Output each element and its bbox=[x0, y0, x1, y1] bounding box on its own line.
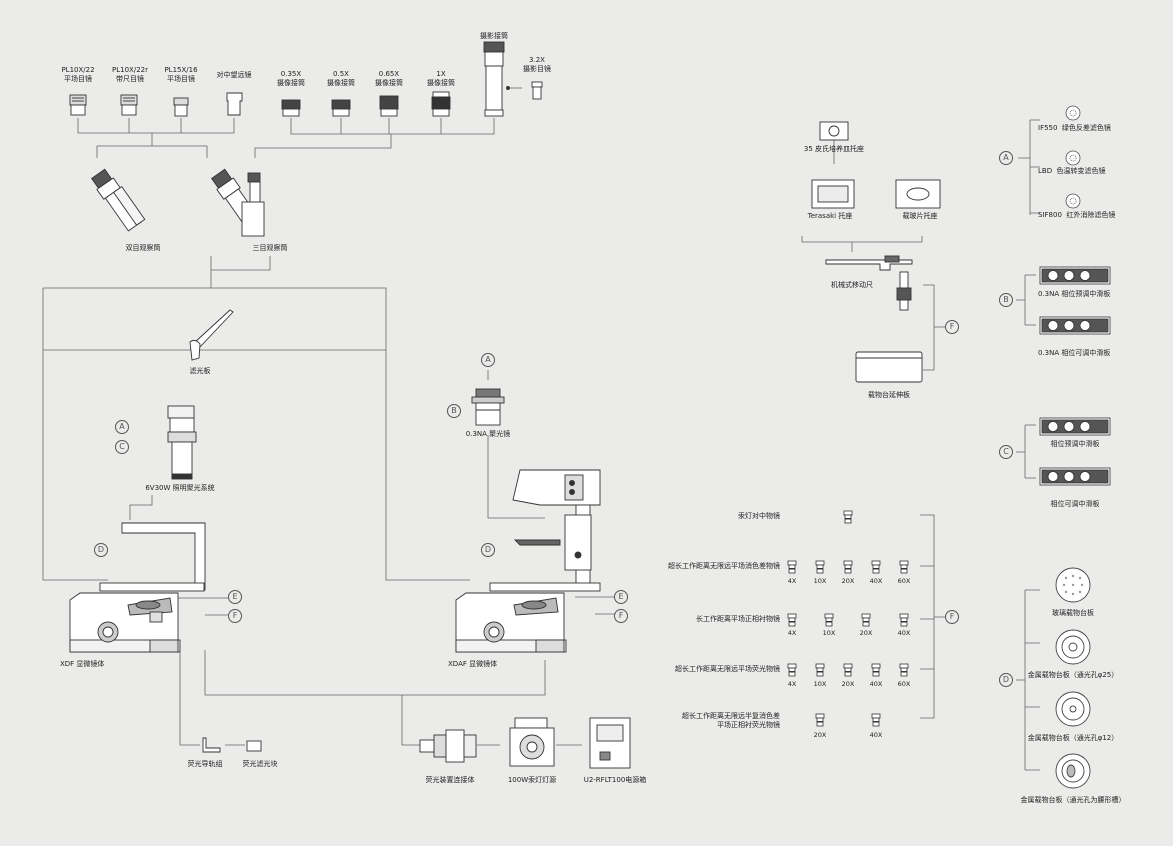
photo-tube-label: 摄影接筒 bbox=[480, 32, 508, 40]
slide-holder-label: 载玻片托座 bbox=[902, 212, 938, 220]
fl-connector-label: 荧光装置连接体 bbox=[425, 776, 475, 784]
stage-plate-label-3: 金属载物台板（通光孔φ12） bbox=[1027, 734, 1119, 742]
stage-accessory-drawings bbox=[811, 121, 941, 383]
mag-label: 10X bbox=[822, 629, 836, 637]
binocular-label: 双目观察筒 bbox=[125, 244, 161, 252]
mag-label: 60X bbox=[897, 577, 911, 585]
filter-label-3: SIF800 红外消除滤色镜 bbox=[1038, 211, 1116, 219]
observation-head-drawings bbox=[91, 168, 265, 237]
eyepiece-label-4: 对中望远镜 bbox=[216, 71, 252, 79]
filter-plate-drawing bbox=[189, 309, 234, 361]
marker-d: D bbox=[94, 543, 108, 557]
mag-label: 10X bbox=[813, 680, 827, 688]
marker-a: A bbox=[481, 353, 495, 367]
lamp-system-drawing bbox=[167, 405, 197, 480]
marker-c: C bbox=[999, 445, 1013, 459]
marker-d: D bbox=[481, 543, 495, 557]
mech-stage-label: 机械式移动尺 bbox=[831, 281, 873, 289]
mag-label: 40X bbox=[869, 680, 883, 688]
marker-a: A bbox=[115, 420, 129, 434]
condenser-drawing bbox=[471, 388, 505, 426]
mercury-lamp-label: 100W汞灯灯源 bbox=[507, 776, 557, 784]
slider-c1-label: 相位预调中滑板 bbox=[1050, 440, 1100, 448]
mag-label: 40X bbox=[869, 577, 883, 585]
mag-label: 20X bbox=[813, 731, 827, 739]
petri-holder-label: 35 皮氏培养皿托座 bbox=[803, 145, 865, 153]
objective-row-1-label: 超长工作距离无限远平场消色差物镜 bbox=[668, 562, 780, 570]
mag-label: 20X bbox=[859, 629, 873, 637]
fluorescence-drawings bbox=[202, 717, 631, 769]
mag-label: 4X bbox=[787, 629, 797, 637]
filter-label-2: LBD 色温转变滤色镜 bbox=[1038, 167, 1106, 175]
objective-row-2-label: 长工作距离平场正相衬物镜 bbox=[696, 615, 780, 623]
mag-label: 40X bbox=[897, 629, 911, 637]
filter-label-1: IF550 绿色反差滤色镜 bbox=[1038, 124, 1111, 132]
marker-f: F bbox=[228, 609, 242, 623]
marker-d: D bbox=[999, 673, 1013, 687]
connector-lines bbox=[42, 87, 1040, 771]
xdf-body-label: XDF 显微镜体 bbox=[60, 660, 105, 668]
objective-drawings bbox=[787, 510, 909, 727]
slider-c2-label: 相位可调中滑板 bbox=[1050, 500, 1100, 508]
terasaki-label: Terasaki 托座 bbox=[807, 212, 853, 220]
condenser-label: 0.3NA 聚光镜 bbox=[465, 430, 511, 438]
xdaf-body-label: XDAF 显微镜体 bbox=[448, 660, 498, 668]
slider-drawings bbox=[1039, 266, 1111, 486]
camera-adapter-drawings bbox=[281, 41, 543, 117]
mag-label: 60X bbox=[897, 680, 911, 688]
marker-b: B bbox=[999, 293, 1013, 307]
fl-block-label: 荧光滤光块 bbox=[242, 760, 278, 768]
filter-plate-label: 滤光板 bbox=[189, 367, 211, 375]
mag-label: 20X bbox=[841, 680, 855, 688]
mag-label: 40X bbox=[869, 731, 883, 739]
stage-plate-label-1: 玻璃载物台板 bbox=[1052, 609, 1094, 617]
lamp-system-label: 6V30W 照明聚光系统 bbox=[145, 484, 215, 492]
mag-label: 4X bbox=[787, 577, 797, 585]
marker-a: A bbox=[999, 151, 1013, 165]
mag-label: 10X bbox=[813, 577, 827, 585]
centering-objective-label: 汞灯对中物镜 bbox=[738, 512, 780, 520]
mag-label: 4X bbox=[787, 680, 797, 688]
stage-plate-label-2: 金属载物台板（通光孔φ25） bbox=[1027, 671, 1119, 679]
marker-b: B bbox=[447, 404, 461, 418]
marker-e: E bbox=[228, 590, 242, 604]
power-box-label: U2-RFLT100电源箱 bbox=[583, 776, 647, 784]
stage-plate-drawings bbox=[1055, 567, 1091, 789]
marker-e: E bbox=[614, 590, 628, 604]
marker-f: F bbox=[614, 609, 628, 623]
marker-f: F bbox=[945, 320, 959, 334]
stage-plate-label-4: 金属载物台板（通光孔为腰形槽） bbox=[1020, 796, 1126, 804]
xdf-body-drawing bbox=[69, 522, 206, 653]
xdaf-body-drawing bbox=[455, 469, 601, 653]
slider-b1-label: 0.3NA 相位预调中滑板 bbox=[1038, 290, 1111, 298]
mag-label: 20X bbox=[841, 577, 855, 585]
fl-rail-label: 荧光导轨组 bbox=[187, 760, 223, 768]
filter-disc-drawings bbox=[1065, 105, 1081, 209]
objective-row-3-label: 超长工作距离无限远平场荧光物镜 bbox=[675, 665, 780, 673]
objective-row-4-label: 超长工作距离无限远半复消色差平场正相衬荧光物镜 bbox=[682, 712, 780, 729]
trinocular-label: 三目观察筒 bbox=[252, 244, 288, 252]
marker-c: C bbox=[115, 440, 129, 454]
slider-b2-label: 0.3NA 相位可调中滑板 bbox=[1038, 349, 1111, 357]
marker-f: F bbox=[945, 610, 959, 624]
eyepiece-drawings bbox=[69, 92, 243, 117]
stage-ext-label: 载物台延伸板 bbox=[868, 391, 910, 399]
